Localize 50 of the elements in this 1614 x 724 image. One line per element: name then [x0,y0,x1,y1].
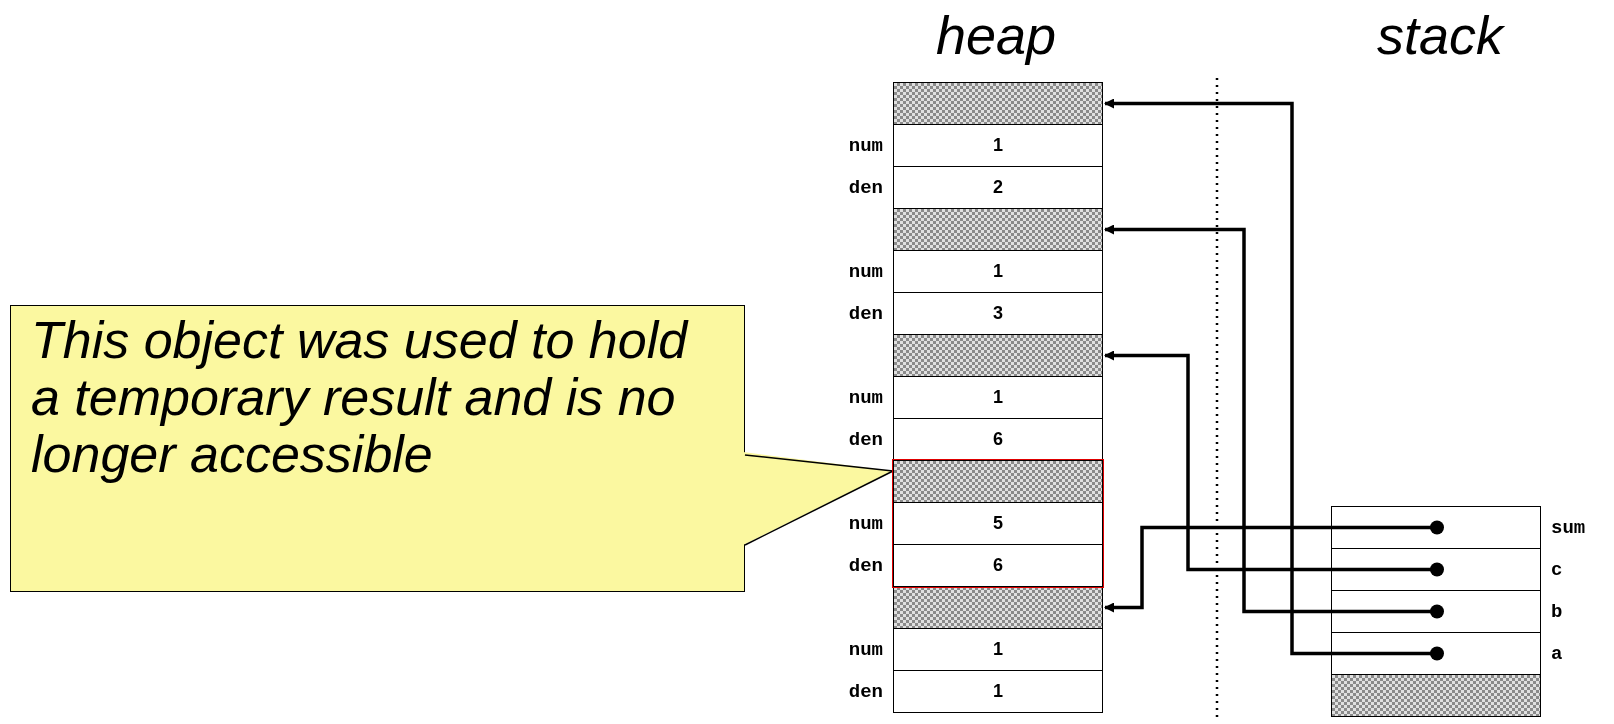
cell-value: 2 [993,177,1003,198]
unused-memory-cell [893,460,1103,503]
cell-value: 1 [993,261,1003,282]
variable-name: den [848,681,883,702]
cell-value: 3 [993,303,1003,324]
cell-value: 6 [993,429,1003,450]
variable-name: num [848,513,883,534]
variable-name: den [848,429,883,450]
unused-memory-cell [893,586,1103,629]
unused-memory-cell [893,208,1103,251]
unused-memory-cell [893,82,1103,125]
cell-value: 6 [993,555,1003,576]
cell-value: 1 [993,387,1003,408]
memory-cell [893,544,1103,587]
cell-value: 1 [993,639,1003,660]
memory-cell [893,124,1103,167]
variable-name: num [848,387,883,408]
pointer-arrow [1104,520,1444,613]
variable-name: num [848,135,883,156]
section-title: stack [1375,5,1506,65]
variable-name: den [848,177,883,198]
memory-cell [893,418,1103,461]
cell-value: 1 [993,135,1003,156]
cell-value: 5 [993,513,1003,534]
memory-cell [893,670,1103,713]
variable-name: a [1551,643,1563,664]
variable-name: c [1551,559,1563,580]
callout-text: This object was used to hold a temporary result and is no longer accessible [31,312,690,483]
highlight-frame [893,460,1103,587]
callout-box [10,305,745,592]
variable-name: num [848,639,883,660]
callout-leader [744,454,894,472]
section-title: heap [934,5,1058,65]
variable-name: den [848,555,883,576]
memory-cell [893,292,1103,335]
memory-cell [893,376,1103,419]
variable-name: b [1551,601,1563,622]
unused-memory-cell [893,334,1103,377]
unused-memory-cell [1331,674,1541,717]
cell-value: 1 [993,681,1003,702]
pointer-arrow [1104,224,1444,619]
memory-cell [893,628,1103,671]
variable-name: num [848,261,883,282]
memory-cell [893,250,1103,293]
pointer-arrow [1104,350,1444,577]
pointer-arrow [1104,98,1444,661]
memory-cell [893,166,1103,209]
variable-name: den [848,303,883,324]
variable-name: sum [1551,517,1586,538]
memory-cell [893,502,1103,545]
